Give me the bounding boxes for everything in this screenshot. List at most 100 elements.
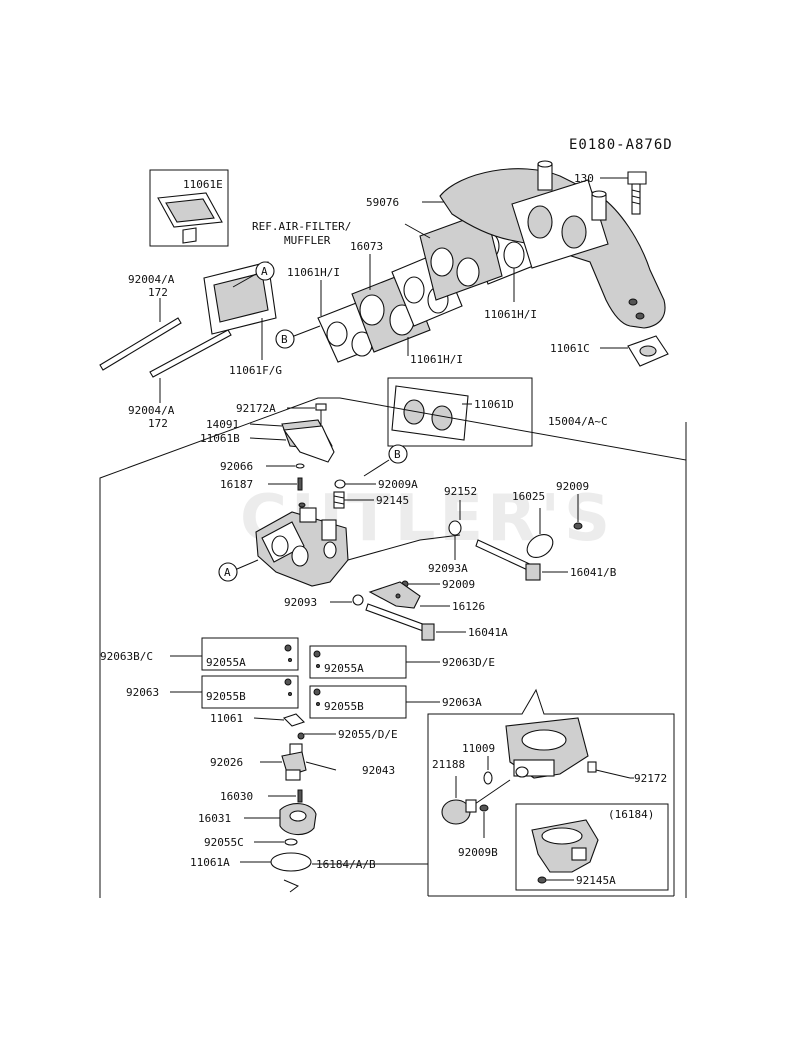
label-muffler: MUFFLER xyxy=(284,234,331,247)
label-16073: 16073 xyxy=(350,240,383,253)
screw-92009-mid: 92009 xyxy=(401,578,475,591)
label-92093: 92093 xyxy=(284,596,317,609)
gasket-11061c: 11061C xyxy=(550,335,669,367)
lever-16126: 16126 xyxy=(368,581,485,613)
jet-box-92063: 92063 92055B xyxy=(126,675,299,709)
gasket-11009: 11009 xyxy=(462,742,495,785)
label-15004: 15004/A~C xyxy=(548,415,608,428)
gasket-11061d-group: 11061D xyxy=(387,377,533,447)
label-92063a: 92063A xyxy=(442,696,482,709)
washer-92093a: 92093A xyxy=(428,535,468,575)
carburetor-body xyxy=(255,502,349,587)
screw-92009-right: 92009 xyxy=(556,480,589,530)
screw-92009b: 92009B xyxy=(458,804,498,859)
label-16041b: 16041/B xyxy=(570,566,617,579)
label-92063: 92063 xyxy=(126,686,159,699)
label-92055b-left: 92055B xyxy=(206,690,246,703)
label-16126: 16126 xyxy=(452,600,485,613)
label-92004a-bottom: 92004/A xyxy=(128,404,175,417)
throttle-body xyxy=(505,717,589,779)
label-92009a: 92009A xyxy=(378,478,418,491)
label-16187: 16187 xyxy=(220,478,253,491)
jet-92055de: 92055/D/E xyxy=(297,728,398,741)
solenoid-21188: 21188 xyxy=(432,758,511,825)
label-21188: 21188 xyxy=(432,758,465,771)
label-92063de: 92063D/E xyxy=(442,656,495,669)
label-92009b: 92009B xyxy=(458,846,498,859)
label-16041a: 16041A xyxy=(468,626,508,639)
callout-a-top: A xyxy=(232,261,275,288)
seal-92152: 92152 xyxy=(444,485,477,536)
callout-b-top-letter: B xyxy=(281,333,288,346)
label-11061c: 11061C xyxy=(550,342,590,355)
screw-92172a: 92172A xyxy=(236,402,327,430)
bolt-130: 130 xyxy=(574,171,647,215)
label-11061fg: 11061F/G xyxy=(229,364,282,377)
label-11061hi-right: 11061H/I xyxy=(484,308,537,321)
screw-16187: 16187 xyxy=(220,477,303,491)
label-92055a-left: 92055A xyxy=(206,656,246,669)
spacer-16073 xyxy=(351,271,431,353)
carburetor-assembly-frame xyxy=(99,397,687,898)
label-92152: 92152 xyxy=(444,485,477,498)
callout-b-mid: B xyxy=(363,444,408,477)
label-92063bc: 92063B/C xyxy=(100,650,153,663)
stud-92004-upper xyxy=(99,317,182,371)
callout-b-mid-letter: B xyxy=(394,448,401,461)
shaft-16041a: 16041A xyxy=(365,603,508,641)
label-14091: 14091 xyxy=(206,418,239,431)
label-92043: 92043 xyxy=(362,764,395,777)
needle-16030: 16030 xyxy=(220,789,303,803)
bowl-16184-inset: (16184) 92145A xyxy=(515,803,669,891)
gasket-11061: 11061 xyxy=(210,712,306,727)
label-92004a-top: 92004/A xyxy=(128,273,175,286)
washer-92093: 92093 xyxy=(284,594,364,609)
label-11061: 11061 xyxy=(210,712,243,725)
insulator-59076 xyxy=(419,211,503,301)
studs-group: 92004/A 172 92004/A 172 xyxy=(99,273,232,430)
carburetor-subframe xyxy=(427,688,675,896)
label-92009-right: 92009 xyxy=(556,480,589,493)
label-11061hi-left: 11061H/I xyxy=(287,266,340,279)
callout-a-mid: A xyxy=(218,559,259,582)
label-92009-mid: 92009 xyxy=(442,578,475,591)
callout-b-top: B xyxy=(275,325,321,349)
tube-92043: 92043 xyxy=(305,761,395,777)
label-92172: 92172 xyxy=(634,772,667,785)
intake-manifold xyxy=(439,160,666,329)
label-59076: 59076 xyxy=(366,196,399,209)
spring-92145: 92145 xyxy=(333,491,409,509)
label-92066: 92066 xyxy=(220,460,253,473)
label-11061d: 11061D xyxy=(474,398,514,411)
label-92145: 92145 xyxy=(376,494,409,507)
shaft-16041b: 16041/B xyxy=(475,539,617,581)
label-92145a: 92145A xyxy=(576,874,616,887)
label-16030: 16030 xyxy=(220,790,253,803)
label-92093a: 92093A xyxy=(428,562,468,575)
float-16031: 16031 xyxy=(198,803,317,836)
label-11009: 11009 xyxy=(462,742,495,755)
jet-box-92063bc: 92063B/C 92055A xyxy=(100,637,299,671)
label-11061e: 11061E xyxy=(183,178,223,191)
oring-11061a: 11061A xyxy=(190,852,312,872)
screw-92172: 92172 xyxy=(587,761,667,785)
gasket-11061e-group: 11061E xyxy=(149,169,229,247)
gasket-11061fg: 11061F/G xyxy=(203,261,282,377)
label-92055a-right: 92055A xyxy=(324,662,364,675)
label-92055c: 92055C xyxy=(204,836,244,849)
diagram-code: E0180-A876D xyxy=(569,137,673,153)
gasket-11061b: 11061B xyxy=(200,425,335,463)
label-16031: 16031 xyxy=(198,812,231,825)
label-16184-paren: (16184) xyxy=(608,808,654,821)
callout-a-mid-letter: A xyxy=(224,566,231,579)
stud-92004-lower xyxy=(149,329,232,378)
label-11061a: 11061A xyxy=(190,856,230,869)
bowl-16184ab-label: 16184/A/B xyxy=(312,858,428,871)
label-16025: 16025 xyxy=(512,490,545,503)
oring-92066: 92066 xyxy=(220,460,305,473)
jet-box-92063de: 92055A 92063D/E xyxy=(309,645,495,679)
label-172-top: 172 xyxy=(148,286,168,299)
label-92026: 92026 xyxy=(210,756,243,769)
label-130: 130 xyxy=(574,172,594,185)
